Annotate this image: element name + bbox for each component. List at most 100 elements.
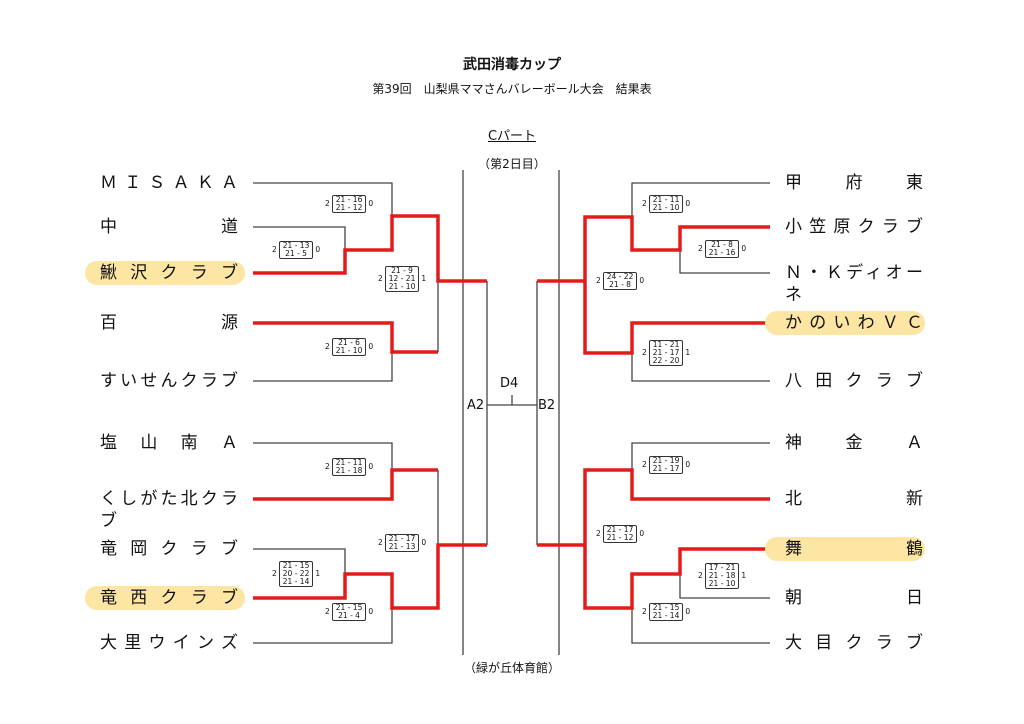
team-name-l: 塩山南Ａ	[100, 433, 240, 453]
team-name-r: 小笠原クラブ	[785, 217, 925, 237]
sets-won-left: 2	[378, 274, 383, 283]
sets-won-left: 2	[698, 244, 703, 253]
team-name-l: すいせんクラブ	[100, 371, 240, 391]
team-name-r: 大目クラブ	[785, 633, 925, 653]
set-score: 21 - 18	[708, 571, 736, 580]
team-name-r: 北新	[785, 489, 925, 509]
set-score: 21 - 8	[711, 240, 733, 249]
set-score: 21 - 15	[282, 561, 310, 570]
set-score: 21 - 10	[652, 203, 680, 212]
set-score: 17 - 21	[708, 563, 736, 572]
sets-won-left: 2	[596, 529, 601, 538]
team-name-l: ＭＩＳＡＫＡ	[100, 173, 240, 193]
set-score: 21 - 17	[652, 348, 680, 357]
block-a-label: A2	[467, 398, 485, 413]
winner-highlight	[85, 261, 245, 285]
set-score: 20 - 22	[282, 569, 310, 578]
sets-won-right: 0	[639, 529, 645, 538]
set-score: 21 - 13	[388, 542, 416, 551]
sets-won-left: 2	[325, 342, 330, 351]
sets-won-right: 0	[741, 244, 747, 253]
sets-won-left: 2	[698, 571, 703, 580]
set-score: 21 - 16	[335, 195, 363, 204]
sets-won-right: 0	[685, 607, 691, 616]
team-name-r: 神金Ａ	[785, 433, 925, 453]
set-score: 21 - 6	[338, 338, 360, 347]
team-name-l: 竜西クラブ	[100, 588, 240, 608]
set-score: 21 - 15	[652, 603, 680, 612]
set-score: 21 - 16	[708, 248, 736, 257]
set-score: 21 - 15	[335, 603, 363, 612]
sets-won-right: 0	[685, 199, 691, 208]
sets-won-right: 0	[315, 245, 321, 254]
set-score: 21 - 14	[652, 611, 680, 620]
set-score: 21 - 9	[391, 266, 413, 275]
set-score: 21 - 14	[282, 577, 310, 586]
team-name-l: 鰍沢クラブ	[100, 263, 240, 283]
sets-won-left: 2	[596, 276, 601, 285]
sets-won-right: 1	[421, 274, 427, 283]
part-label: Cパート	[487, 129, 537, 144]
page-subtitle: 第39回 山梨県ママさんバレーボール大会 結果表	[372, 82, 652, 96]
set-score: 21 - 4	[338, 611, 360, 620]
sets-won-right: 0	[368, 199, 374, 208]
venue-label: （緑が丘体育館）	[463, 661, 560, 675]
set-score: 21 - 12	[606, 533, 634, 542]
sets-won-right: 0	[685, 460, 691, 469]
team-name-l: 竜岡クラブ	[100, 539, 240, 559]
sets-won-left: 2	[378, 538, 383, 547]
final-label: D4	[500, 376, 519, 391]
sets-won-left: 2	[325, 199, 330, 208]
day-label: （第2日目）	[478, 157, 546, 171]
set-score: 21 - 10	[388, 282, 416, 291]
sets-won-right: 0	[368, 607, 374, 616]
sets-won-left: 2	[272, 245, 277, 254]
sets-won-left: 2	[325, 462, 330, 471]
set-score: 21 - 17	[606, 525, 634, 534]
sets-won-right: 1	[685, 348, 691, 357]
set-score: 24 - 22	[606, 272, 634, 281]
winner-highlight	[765, 311, 925, 335]
team-name-l: 百源	[100, 313, 240, 333]
set-score: 21 - 18	[335, 466, 363, 475]
sets-won-left: 2	[642, 348, 647, 357]
team-name-r: 甲府東	[785, 173, 925, 193]
team-name-r: かのいわＶＣ	[785, 313, 925, 333]
sets-won-left: 2	[272, 569, 277, 578]
set-score: 21 - 10	[335, 346, 363, 355]
set-score: 21 - 5	[285, 249, 307, 258]
set-score: 21 - 17	[388, 534, 416, 543]
sets-won-right: 1	[315, 569, 321, 578]
set-score: 11 - 21	[652, 340, 680, 349]
set-score: 21 - 11	[335, 458, 363, 467]
team-name-l: くしがた北クラブ	[100, 489, 240, 531]
sets-won-left: 2	[642, 460, 647, 469]
